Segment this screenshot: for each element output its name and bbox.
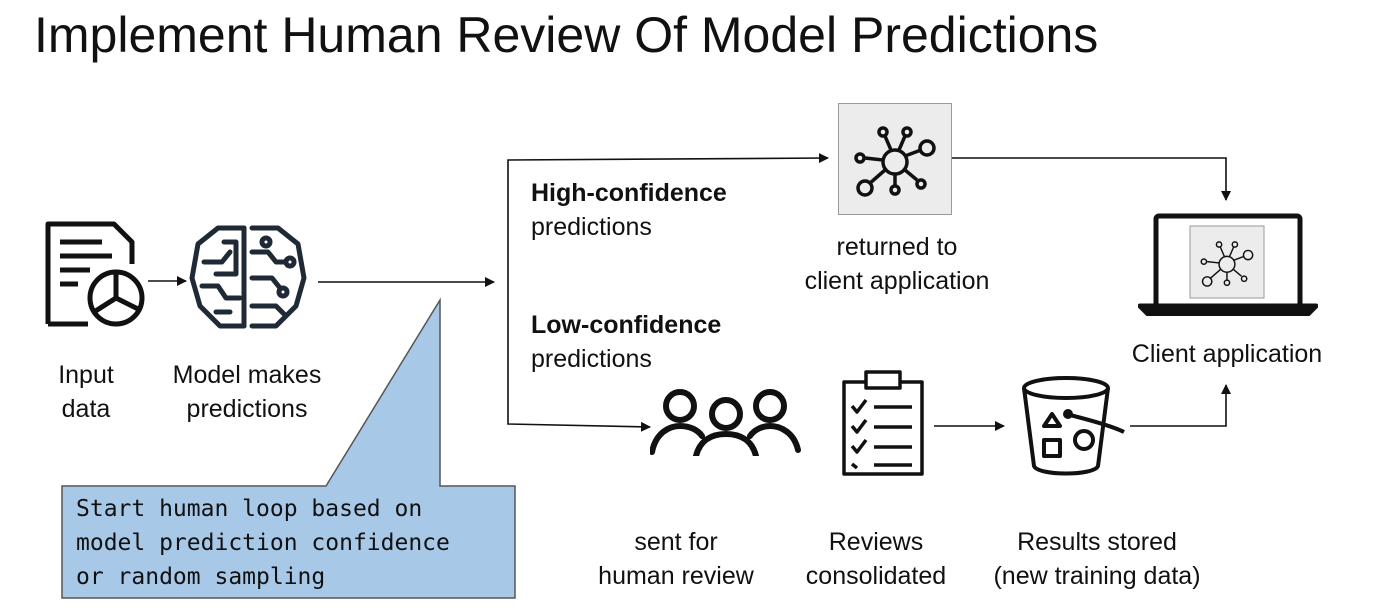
input-data-label: Input data	[58, 361, 114, 423]
model-label: Model makes predictions	[172, 361, 322, 423]
high-confidence-label: High-confidence predictions	[531, 179, 727, 241]
callout-text: Start human loop based on model predicti…	[76, 496, 450, 590]
human-review-label: sent for human review	[598, 528, 754, 590]
arrow-results-to-client	[1130, 384, 1231, 427]
brain-circuit-icon	[188, 222, 308, 339]
laptop-icon	[1137, 212, 1319, 321]
document-chart-icon	[44, 220, 148, 333]
returned-label: returned to client application	[804, 233, 990, 295]
bucket-shapes-icon	[1020, 374, 1130, 483]
callout-bubble	[61, 297, 516, 599]
clipboard-checklist-icon	[840, 370, 926, 481]
client-application-label: Client application	[1131, 340, 1323, 368]
page-title: Implement Human Review Of Model Predicti…	[34, 7, 1099, 63]
arrow-low-confidence	[507, 282, 651, 432]
people-group-icon	[649, 388, 802, 461]
network-hub-icon	[838, 103, 952, 215]
low-confidence-label: Low-confidence predictions	[531, 311, 722, 373]
reviews-label: Reviews consolidated	[805, 528, 947, 590]
arrow-returned-to-client	[952, 157, 1231, 201]
results-label: Results stored (new training data)	[993, 528, 1201, 590]
arrow-high-confidence	[507, 153, 829, 282]
